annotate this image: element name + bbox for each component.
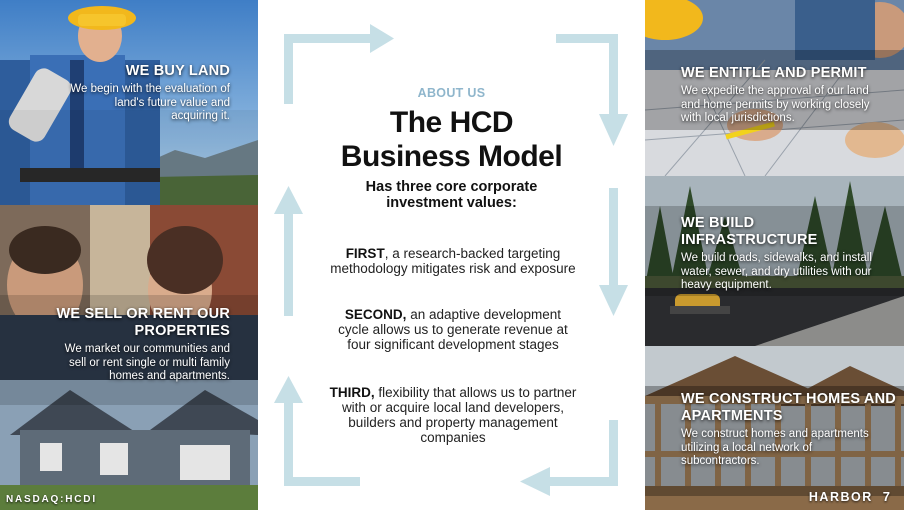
buy-land-body: We begin with the evaluation of land's f… [70, 83, 230, 122]
construct-body: We construct homes and apartments utiliz… [681, 428, 869, 467]
title-line-2: Business Model [340, 140, 563, 173]
arrow-bottom-right-icon [520, 420, 618, 496]
ticker-label: NASDAQ:HCDI [6, 494, 97, 505]
title-line-1: The HCD [389, 106, 514, 139]
page-subtitle: Has three core corporate investment valu… [258, 179, 645, 211]
arrow-bottom-left-icon [274, 376, 360, 486]
panel-sell-rent: WE SELL OR RENT OUR PROPERTIES We market… [0, 205, 258, 510]
cycle-arrows [274, 24, 628, 496]
value-third-lead: THIRD, [329, 385, 375, 400]
business-model-panel: ABOUT US The HCD Business Model Has thre… [258, 0, 645, 510]
panel-entitle-permit: WE ENTITLE AND PERMIT We expedite the ap… [645, 0, 904, 176]
harbor-logo: HARBOR [808, 489, 873, 504]
value-first-text: , a research-backed targeting methodolog… [330, 246, 576, 276]
panel-buy-land: WE BUY LAND We begin with the evaluation… [0, 0, 258, 205]
sell-rent-heading: WE SELL OR RENT OUR PROPERTIES [56, 306, 230, 339]
entitle-permit-heading: WE ENTITLE AND PERMIT [681, 65, 867, 81]
entitle-permit-body: We expedite the approval of our land and… [681, 85, 870, 124]
road-construction-photo [645, 176, 904, 346]
family-house-photo [0, 205, 258, 510]
construct-heading: WE CONSTRUCT HOMES AND APARTMENTS [681, 391, 896, 424]
arrow-top-right-icon [556, 34, 628, 146]
land-surveyor-photo [0, 0, 258, 205]
about-us-label: ABOUT US [417, 86, 486, 100]
value-second-text: an adaptive development cycle allows us … [338, 307, 568, 352]
value-third: THIRD, flexibility that allows us to par… [328, 385, 578, 445]
value-second-lead: SECOND, [344, 307, 407, 322]
value-first: FIRST, a research-backed targeting metho… [328, 246, 578, 276]
buy-land-heading: WE BUY LAND [125, 63, 230, 79]
panel-infrastructure: WE BUILD INFRASTRUCTURE We build roads, … [645, 176, 904, 346]
value-first-lead: FIRST [345, 246, 385, 261]
value-third-text: flexibility that allows us to partner wi… [341, 385, 577, 445]
blueprint-review-photo [645, 0, 904, 176]
arrow-right-down-icon [599, 188, 628, 316]
page-number: 7 [882, 489, 890, 504]
subtitle-line-2: investment values: [386, 195, 517, 211]
arrow-left-up-icon [274, 186, 303, 316]
page-title: The HCD Business Model [258, 106, 645, 174]
sell-rent-body: We market our communities and sell or re… [64, 343, 230, 382]
infrastructure-heading: WE BUILD INFRASTRUCTURE [681, 215, 818, 248]
panel-construct: WE CONSTRUCT HOMES AND APARTMENTS We con… [645, 346, 904, 510]
subtitle-line-1: Has three core corporate [365, 179, 538, 195]
footer-brand: HARBOR 7 [809, 489, 890, 504]
value-second: SECOND, an adaptive development cycle al… [328, 307, 578, 352]
house-framing-photo [645, 346, 904, 510]
infrastructure-body: We build roads, sidewalks, and install w… [681, 252, 872, 291]
arrow-top-left-icon [284, 24, 394, 104]
